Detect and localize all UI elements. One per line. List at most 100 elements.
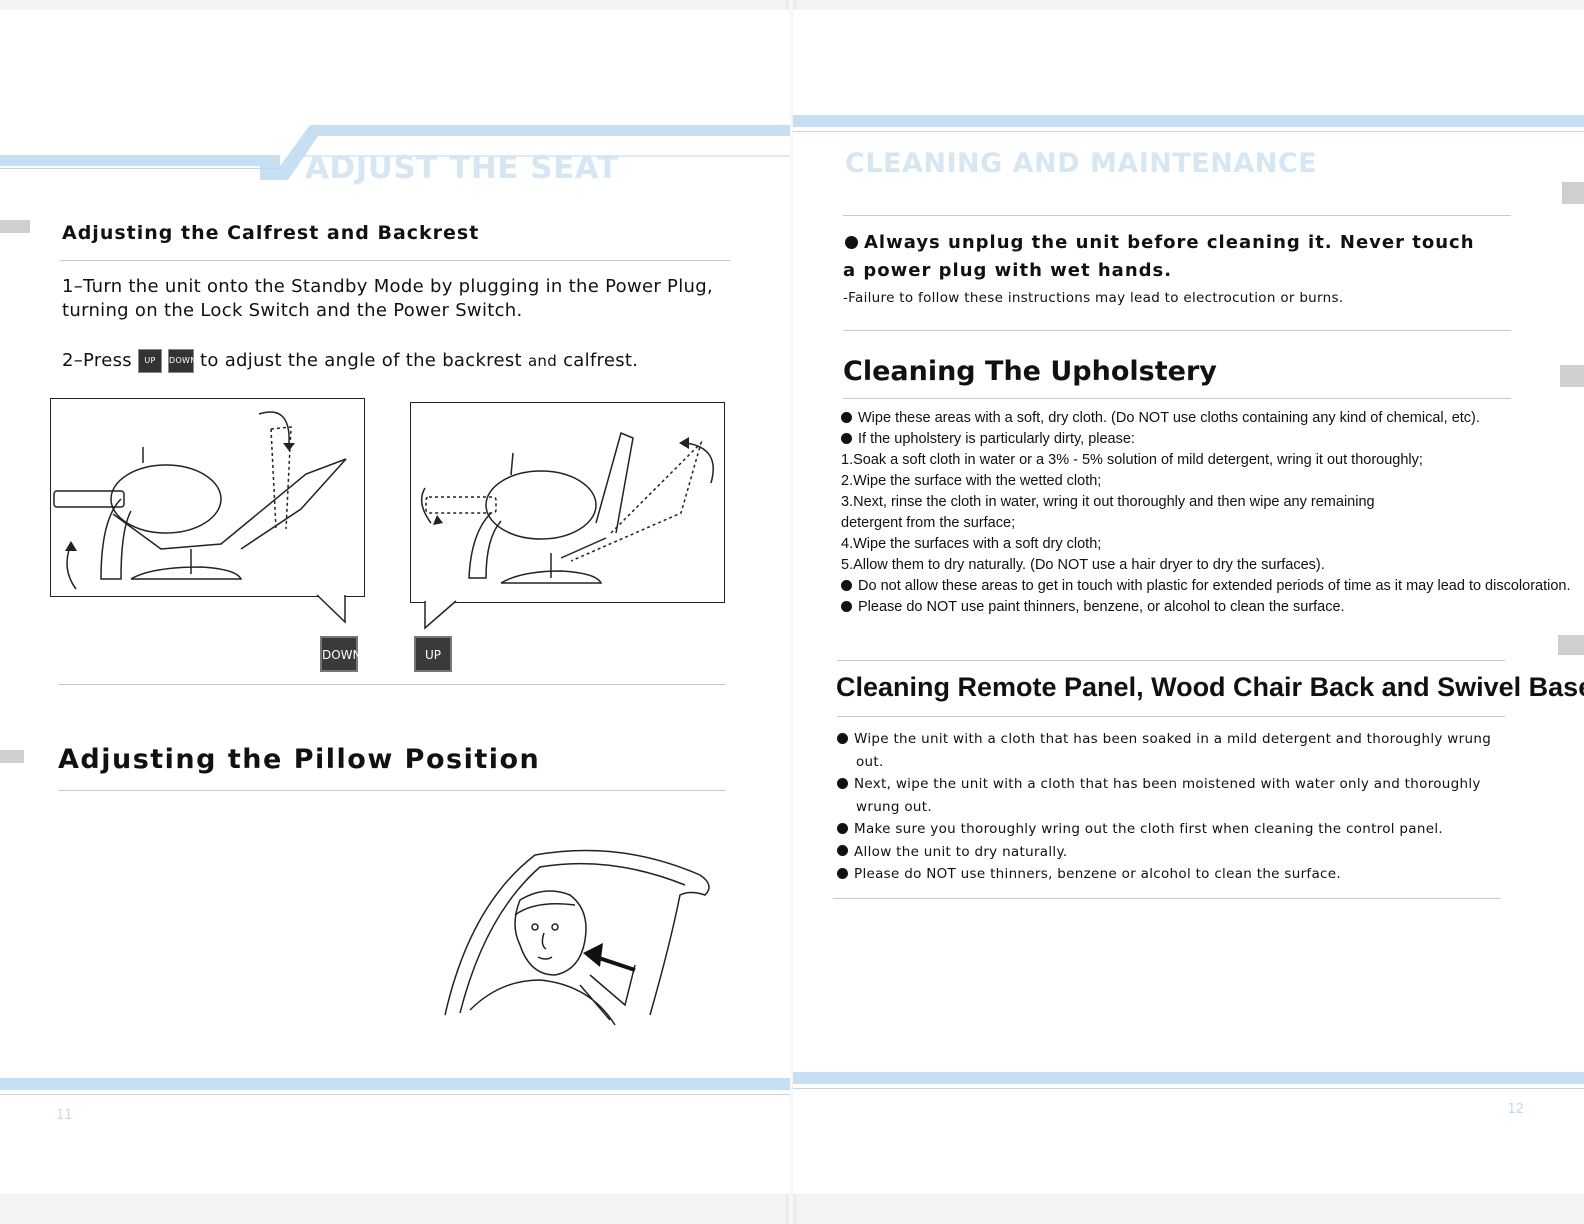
list-item-text: Wipe these areas with a soft, dry cloth.…: [858, 410, 1480, 426]
up-button-icon: UP: [137, 349, 162, 373]
step2-and: and: [527, 352, 558, 370]
list-item-text: Please do NOT use paint thinners, benzen…: [858, 599, 1345, 615]
down-button-icon: DOWN: [168, 349, 196, 373]
divider: [837, 716, 1505, 717]
bullet-icon: [837, 822, 848, 834]
warning-line2: a power plug with wet hands.: [843, 260, 1173, 281]
section-title: CLEANING AND MAINTENANCE: [845, 148, 1318, 179]
step1-line1: 1–Turn the unit onto the Standby Mode by…: [62, 276, 713, 297]
list-item: 5.Allow them to dry naturally. (Do NOT u…: [841, 555, 1571, 576]
divider: [58, 684, 726, 685]
bullet-icon: [841, 411, 852, 423]
list-item-text: detergent from the surface;: [841, 515, 1016, 531]
page-number: 11: [56, 1108, 73, 1123]
book-gutter: [786, 0, 796, 1224]
warning-text: Always unplug the unit before cleaning i…: [864, 232, 1475, 253]
list-item-text: Make sure you thoroughly wring out the c…: [854, 821, 1443, 837]
list-item: If the upholstery is particularly dirty,…: [841, 429, 1571, 450]
list-item-text: If the upholstery is particularly dirty,…: [858, 431, 1135, 447]
list-item: detergent from the surface;: [841, 513, 1571, 534]
divider: [843, 215, 1511, 216]
list-item: out.: [837, 751, 1491, 774]
list-item: Wipe these areas with a soft, dry cloth.…: [841, 408, 1571, 429]
divider: [843, 330, 1511, 331]
bullet-icon: [845, 235, 858, 249]
edge-mark: [0, 750, 24, 763]
callout-pointer: [424, 600, 457, 630]
footer-thin-line: [0, 1094, 790, 1095]
list-item: Next, wipe the unit with a cloth that ha…: [837, 773, 1491, 796]
step1-line2: turning on the Lock Switch and the Power…: [62, 300, 523, 321]
edge-mark: [1562, 182, 1584, 204]
list-item: Please do NOT use paint thinners, benzen…: [841, 597, 1571, 618]
list-item-text: 1.Soak a soft cloth in water or a 3% - 5…: [841, 452, 1423, 468]
divider: [833, 898, 1501, 899]
pillow-illustration: [444, 849, 710, 1026]
list-item: wrung out.: [837, 796, 1491, 819]
list-item-text: wrung out.: [856, 798, 932, 815]
list-item: Allow the unit to dry naturally.: [837, 841, 1491, 864]
list-item-text: 4.Wipe the surfaces with a soft dry clot…: [841, 536, 1102, 552]
divider: [843, 398, 1511, 399]
bullet-icon: [837, 845, 848, 856]
step2-end: calfrest.: [563, 350, 639, 371]
remote-list: Wipe the unit with a cloth that has been…: [837, 728, 1491, 886]
bullet-icon: [837, 732, 848, 744]
footer-thin-line: [793, 1088, 1584, 1089]
down-button-icon-large: DOWN: [320, 636, 362, 672]
left-page: ADJUST THE SEAT Adjusting the Calfrest a…: [0, 10, 790, 1194]
step2-prefix: 2–Press: [62, 350, 132, 371]
list-item-text: Do not allow these areas to get in touch…: [858, 578, 1571, 594]
list-item-text: out.: [856, 753, 884, 770]
step2-line: 2–Press UP DOWN to adjust the angle of t…: [62, 349, 638, 373]
list-item: 2.Wipe the surface with the wetted cloth…: [841, 471, 1571, 492]
bullet-icon: [841, 579, 852, 591]
edge-mark: [1558, 635, 1584, 655]
section-title: ADJUST THE SEAT: [305, 150, 619, 186]
pillow-heading: Adjusting the Pillow Position: [58, 744, 541, 775]
divider: [60, 260, 730, 261]
divider: [58, 790, 726, 791]
callout-pointer: [316, 594, 346, 624]
list-item-text: Wipe the unit with a cloth that has been…: [854, 731, 1492, 747]
list-item: 1.Soak a soft cloth in water or a 3% - 5…: [841, 450, 1571, 471]
list-item-text: Please do NOT use thinners, benzene or a…: [854, 866, 1341, 882]
footer-band: [793, 1072, 1584, 1084]
list-item: 4.Wipe the surfaces with a soft dry clot…: [841, 534, 1571, 555]
page-number: 12: [1507, 1102, 1524, 1117]
upholstery-list: Wipe these areas with a soft, dry cloth.…: [841, 408, 1571, 618]
remote-heading: Cleaning Remote Panel, Wood Chair Back a…: [836, 672, 1584, 702]
list-item-text: Allow the unit to dry naturally.: [854, 843, 1068, 860]
header-thin-line: [0, 168, 280, 169]
bullet-icon: [837, 777, 848, 789]
header-band: [793, 115, 1584, 127]
calfrest-heading: Adjusting the Calfrest and Backrest: [62, 222, 480, 244]
bullet-icon: [841, 600, 852, 612]
header-band: [0, 155, 280, 166]
list-item-text: 2.Wipe the surface with the wetted cloth…: [841, 473, 1102, 489]
list-item: Make sure you thoroughly wring out the c…: [837, 818, 1491, 841]
list-item-text: Next, wipe the unit with a cloth that ha…: [854, 776, 1481, 792]
edge-mark: [1560, 365, 1584, 387]
step2-suffix: to adjust the angle of the backrest: [200, 350, 522, 371]
list-item: Please do NOT use thinners, benzene or a…: [837, 863, 1491, 886]
header-thin-line: [793, 131, 1584, 132]
chair-recline-diagram: [50, 398, 365, 597]
list-item: 3.Next, rinse the cloth in water, wring …: [841, 492, 1571, 513]
list-item: Do not allow these areas to get in touch…: [841, 576, 1571, 597]
edge-mark: [0, 220, 30, 233]
header-band-slant: [260, 125, 790, 180]
right-page: CLEANING AND MAINTENANCE Always unplug t…: [793, 10, 1584, 1194]
warning-line1: Always unplug the unit before cleaning i…: [845, 232, 1475, 253]
chair-upright-diagram: [410, 402, 725, 603]
arrow-icon: [583, 943, 603, 967]
list-item: Wipe the unit with a cloth that has been…: [837, 728, 1491, 751]
footer-band: [0, 1078, 790, 1090]
up-button-icon-large: UP: [414, 636, 452, 672]
upholstery-heading: Cleaning The Upholstery: [843, 356, 1217, 387]
bullet-icon: [837, 867, 848, 879]
bullet-icon: [841, 432, 852, 444]
warning-note: -Failure to follow these instructions ma…: [843, 290, 1344, 306]
divider: [837, 660, 1505, 661]
list-item-text: 5.Allow them to dry naturally. (Do NOT u…: [841, 557, 1325, 573]
